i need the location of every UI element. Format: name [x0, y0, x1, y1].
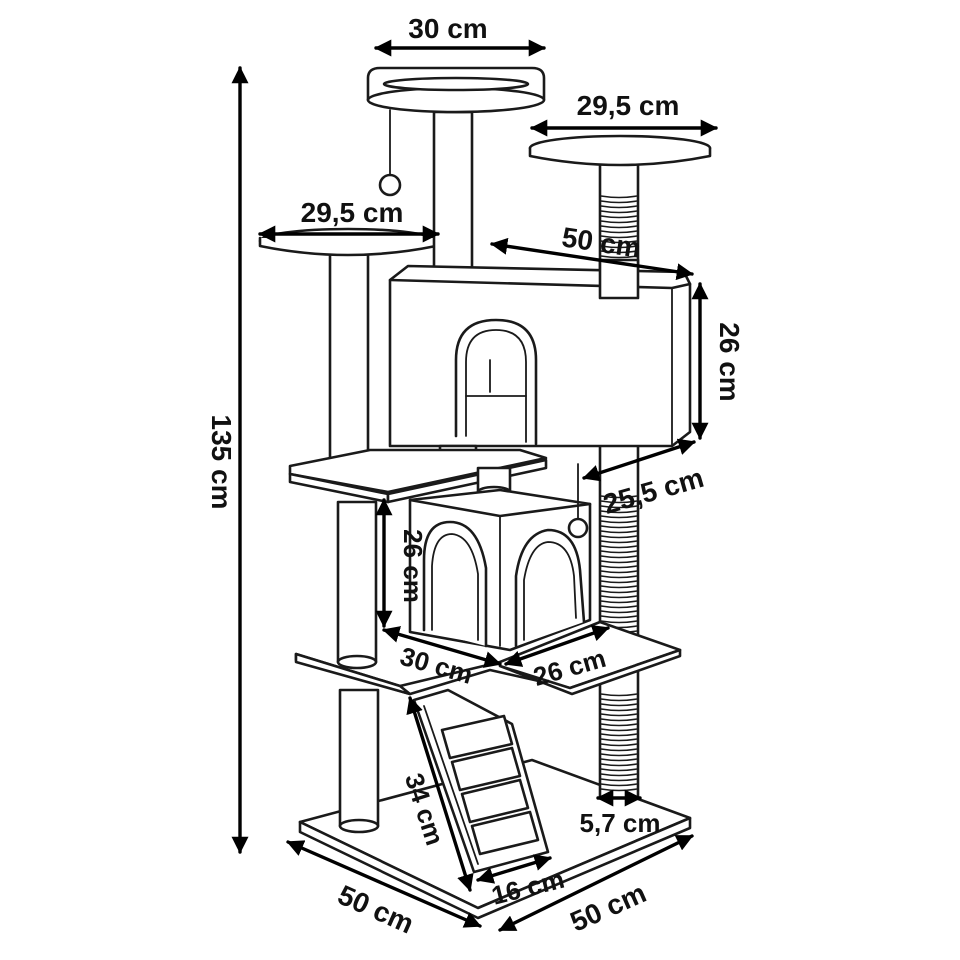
dim-total-height: 135 cm: [206, 66, 249, 854]
rope-wrap: [600, 210, 638, 214]
dim-post-diameter: 5,7 cm: [580, 789, 661, 838]
center-post: [432, 110, 474, 282]
dim-upper-house-length: 50 cm: [490, 221, 694, 281]
rope-wrap: [600, 733, 638, 737]
dim-top-width: 30 cm: [374, 13, 546, 57]
rope-wrap: [600, 703, 638, 707]
dim-upper-house-height-label: 26 cm: [714, 322, 745, 401]
rope-wrap: [600, 783, 638, 787]
rope-wrap: [600, 620, 638, 624]
upper-house: [388, 258, 692, 465]
dim-total-height-label: 135 cm: [206, 415, 237, 510]
rope-wrap: [600, 540, 638, 544]
rope-wrap: [600, 605, 638, 609]
rope-wrap: [600, 225, 638, 229]
dim-lower-house-height-label: 26 cm: [398, 529, 428, 603]
rope-wrap: [600, 545, 638, 549]
rope-wrap: [600, 768, 638, 772]
rope-wrap: [600, 565, 638, 569]
top-bed: [366, 66, 546, 197]
rope-wrap: [600, 723, 638, 727]
rope-wrap: [600, 585, 638, 589]
rope-wrap: [600, 515, 638, 519]
rope-wrap: [600, 555, 638, 559]
rope-wrap: [600, 748, 638, 752]
dim-base-width-label: 50 cm: [333, 879, 418, 940]
rope-wrap: [600, 718, 638, 722]
rope-wrap: [600, 698, 638, 702]
rope-wrap: [600, 500, 638, 504]
rope-wrap: [600, 570, 638, 574]
rope-wrap: [600, 590, 638, 594]
rope-wrap: [600, 728, 638, 732]
dim-left-platform-label: 29,5 cm: [301, 197, 404, 228]
rope-wrap: [600, 575, 638, 579]
right-platform: [528, 134, 712, 167]
rope-wrap: [600, 195, 638, 199]
rope-wrap: [600, 510, 638, 514]
rope-wrap: [600, 580, 638, 584]
rope-wrap: [600, 763, 638, 767]
left-mid-post: [336, 500, 378, 670]
rope-wrap: [600, 713, 638, 717]
dim-lower-house-height: 26 cm: [375, 498, 428, 628]
rope-wrap: [600, 600, 638, 604]
rope-wrap: [600, 550, 638, 554]
rope-wrap: [600, 693, 638, 697]
rope-wrap: [600, 610, 638, 614]
rope-wrap: [600, 773, 638, 777]
rope-wrap: [600, 230, 638, 234]
rope-wrap: [600, 743, 638, 747]
dim-right-platform: 29,5 cm: [530, 90, 718, 137]
base-left-post: [338, 688, 380, 834]
rope-wrap: [600, 595, 638, 599]
rope-wrap: [600, 615, 638, 619]
dim-base-depth-label: 50 cm: [566, 877, 651, 938]
rope-wrap: [600, 778, 638, 782]
rope-wrap: [600, 215, 638, 219]
dim-top-width-label: 30 cm: [408, 13, 487, 44]
dim-post-diameter-label: 5,7 cm: [580, 808, 661, 838]
rope-wrap: [600, 220, 638, 224]
dim-left-platform: 29,5 cm: [258, 197, 440, 243]
rope-wrap: [600, 535, 638, 539]
dim-upper-house-height: 26 cm: [691, 282, 745, 440]
rope-wrap: [600, 505, 638, 509]
rope-wrap: [600, 753, 638, 757]
rope-wrap: [600, 758, 638, 762]
rope-wrap: [600, 495, 638, 499]
rope-wrap: [600, 520, 638, 524]
rope-wrap: [600, 205, 638, 209]
rope-wrap: [600, 708, 638, 712]
rope-wrap: [600, 530, 638, 534]
rope-wrap: [600, 235, 638, 239]
rope-wrap: [600, 738, 638, 742]
rope-wrap: [600, 200, 638, 204]
left-post: [328, 250, 370, 480]
rope-wrap: [600, 560, 638, 564]
dim-right-platform-label: 29,5 cm: [577, 90, 680, 121]
rope-wrap: [600, 525, 638, 529]
